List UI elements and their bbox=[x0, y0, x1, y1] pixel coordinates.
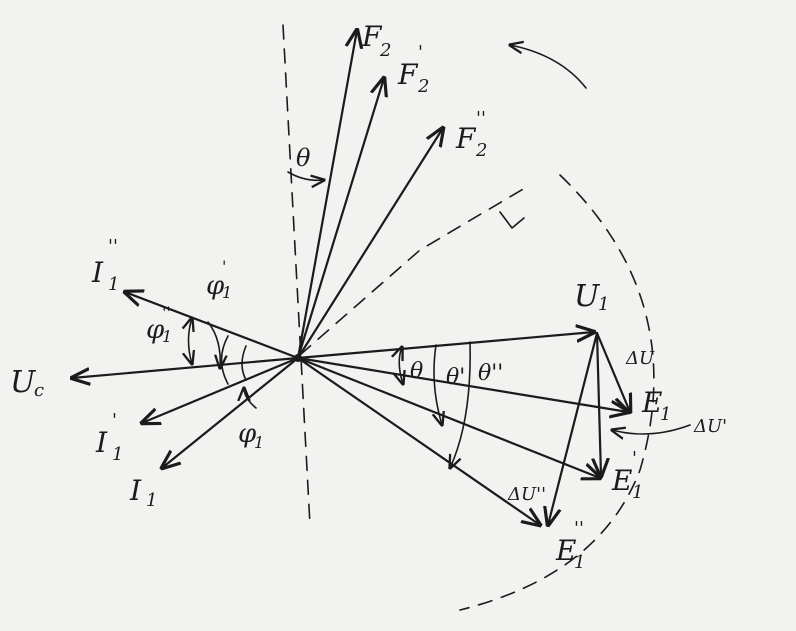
label-delta-U-prime: ΔU' bbox=[693, 416, 727, 437]
svg-text:': ' bbox=[632, 448, 637, 469]
label-delta-U-double-prime: ΔU'' bbox=[507, 484, 546, 505]
right-angle-mark bbox=[499, 211, 525, 229]
theta-arc bbox=[399, 347, 403, 384]
svg-text:'': '' bbox=[162, 303, 171, 322]
svg-text:'': '' bbox=[476, 108, 486, 129]
vector-E1-prime bbox=[296, 356, 600, 478]
label-U1: U 1 bbox=[574, 279, 609, 315]
svg-text:F: F bbox=[455, 122, 477, 155]
svg-text:1: 1 bbox=[112, 444, 123, 465]
svg-text:': ' bbox=[222, 257, 226, 276]
label-I1-prime: I 1 ' bbox=[95, 410, 123, 465]
svg-text:E: E bbox=[611, 464, 632, 497]
svg-text:I: I bbox=[129, 474, 142, 507]
svg-text:'': '' bbox=[108, 236, 118, 257]
label-phi1-double-prime: φ 1 '' bbox=[146, 303, 172, 346]
label-F2: F 2 bbox=[361, 20, 391, 61]
svg-text:E: E bbox=[555, 534, 576, 567]
vector-F2 bbox=[296, 30, 357, 360]
vertical-axis bbox=[282, 24, 311, 526]
rotation-arrow bbox=[510, 45, 587, 89]
svg-text:c: c bbox=[34, 380, 44, 401]
label-theta-double-prime: θ'' bbox=[478, 361, 503, 386]
svg-text:φ: φ bbox=[238, 419, 257, 449]
label-E1: E 1 bbox=[641, 386, 671, 425]
svg-text:φ: φ bbox=[146, 315, 165, 345]
origin-point bbox=[294, 354, 302, 362]
svg-text:2: 2 bbox=[417, 76, 429, 97]
svg-text:2: 2 bbox=[475, 140, 487, 161]
svg-text:1: 1 bbox=[632, 482, 643, 503]
svg-text:F: F bbox=[361, 20, 383, 53]
svg-text:1: 1 bbox=[146, 490, 157, 511]
label-theta: θ bbox=[410, 359, 423, 384]
phi1-arc-a bbox=[220, 335, 229, 385]
svg-text:2: 2 bbox=[379, 40, 391, 61]
vector-E1 bbox=[296, 356, 628, 412]
svg-text:I: I bbox=[91, 256, 104, 289]
phi1-pointer bbox=[244, 388, 257, 409]
label-phi1-prime: φ 1 ' bbox=[206, 257, 232, 302]
svg-text:I: I bbox=[95, 426, 108, 459]
phi1-arc-b bbox=[241, 345, 247, 381]
label-theta-top: θ bbox=[296, 144, 311, 172]
vector-I1-prime bbox=[142, 356, 300, 423]
svg-text:U: U bbox=[574, 279, 601, 314]
svg-text:'': '' bbox=[574, 518, 584, 539]
svg-text:': ' bbox=[112, 410, 117, 431]
reference-line bbox=[299, 184, 531, 356]
svg-text:': ' bbox=[418, 42, 423, 63]
phi1-prime-arc bbox=[207, 321, 220, 368]
theta-double-prime-arc bbox=[450, 341, 471, 468]
vector-U1 bbox=[296, 332, 594, 360]
vector-I1-double-prime bbox=[125, 292, 300, 360]
svg-text:E: E bbox=[641, 386, 662, 419]
vector-delta-U bbox=[595, 331, 630, 412]
label-phi1: φ 1 bbox=[238, 419, 264, 452]
vector-delta-U-prime bbox=[597, 331, 601, 476]
label-E1-double-prime: E 1 '' bbox=[555, 518, 585, 573]
svg-text:1: 1 bbox=[162, 327, 172, 346]
vector-F2-double-prime bbox=[296, 128, 443, 360]
label-F2-double-prime: F 2 '' bbox=[455, 108, 487, 161]
svg-text:F: F bbox=[397, 58, 419, 91]
vector-E1-double-prime bbox=[296, 356, 540, 525]
label-theta-prime: θ' bbox=[446, 365, 465, 390]
vector-Uc bbox=[72, 356, 300, 378]
svg-text:1: 1 bbox=[660, 404, 671, 425]
svg-text:φ: φ bbox=[206, 271, 225, 301]
theta-top-arc bbox=[287, 171, 324, 180]
label-E1-prime: E 1 ' bbox=[611, 448, 643, 503]
label-delta-U: ΔU bbox=[625, 348, 655, 369]
vector-I1 bbox=[162, 356, 300, 468]
label-Uc: U c bbox=[10, 365, 44, 401]
label-I1-double-prime: I 1 '' bbox=[91, 236, 119, 295]
svg-text:1: 1 bbox=[598, 294, 609, 315]
svg-text:U: U bbox=[10, 365, 37, 400]
locus-arc bbox=[459, 174, 655, 611]
label-F2-prime: F 2 ' bbox=[397, 42, 429, 97]
delta-U-prime-pointer bbox=[612, 424, 691, 434]
theta-prime-arc bbox=[434, 344, 442, 425]
svg-text:1: 1 bbox=[222, 283, 232, 302]
svg-text:1: 1 bbox=[254, 433, 264, 452]
svg-text:1: 1 bbox=[108, 274, 119, 295]
vector-F2-prime bbox=[296, 78, 384, 360]
vector-delta-U-double-prime bbox=[548, 331, 599, 525]
svg-text:1: 1 bbox=[574, 552, 585, 573]
phi1-double-prime-arc bbox=[189, 318, 193, 364]
label-I1: I 1 bbox=[129, 474, 157, 511]
